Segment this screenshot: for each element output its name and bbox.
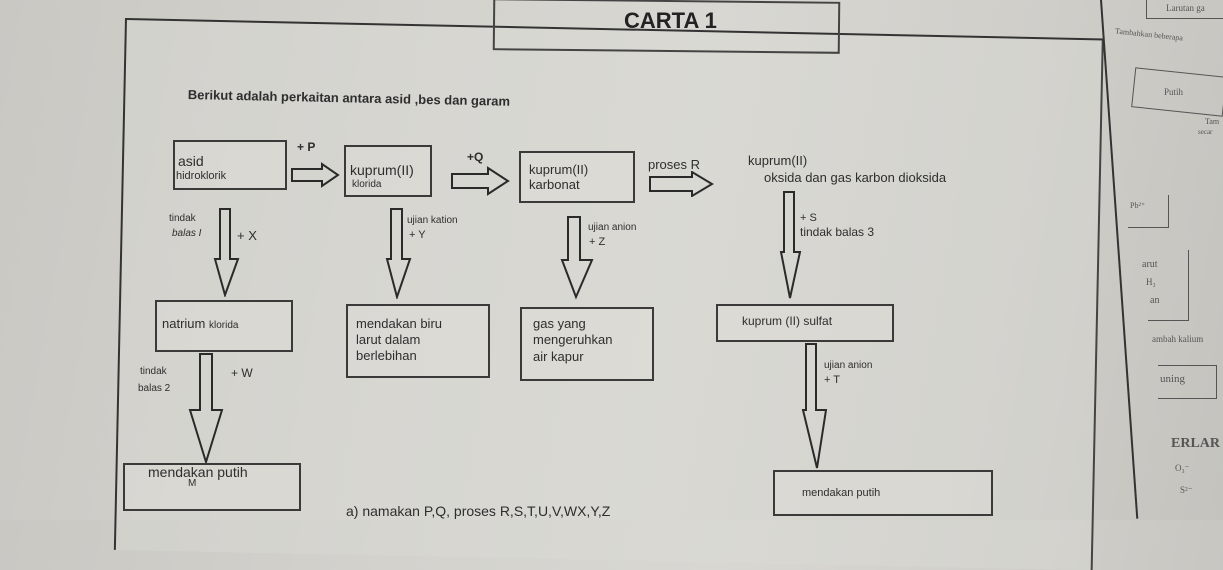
node-asid-hidroklorik (173, 140, 287, 190)
side-text: H₃ (1146, 277, 1156, 287)
arrow-label-r: proses R (648, 157, 701, 172)
node-label: kuprum(II) (350, 162, 414, 178)
node-label-m: M (188, 478, 197, 489)
arrow-down-icon (560, 216, 594, 300)
arrow-label-q: +Q (467, 150, 484, 164)
arrow-label-s: + S (800, 212, 817, 224)
node-label: mengeruhkan (533, 332, 613, 347)
arrow-label: tindak balas 3 (800, 225, 875, 239)
node-mendakan-putih-m (123, 463, 301, 511)
node-label: klorida (352, 179, 382, 190)
arrow-label-t: + T (824, 374, 841, 386)
arrow-right-icon (649, 171, 714, 197)
side-text: an (1150, 295, 1160, 306)
side-box-pb (1128, 195, 1169, 228)
arrow-down-icon (213, 208, 240, 297)
node-label: kuprum (II) sulfat (742, 314, 833, 328)
node-label: hidroklorik (176, 170, 227, 182)
arrow-label-p: + P (297, 140, 316, 154)
node-label: asid (178, 153, 204, 169)
side-text: Putih (1164, 87, 1184, 97)
side-box-larutan (1146, 0, 1223, 19)
arrow-label: ujian kation (407, 215, 458, 226)
node-label-part: natrium (162, 316, 206, 331)
side-text: S²⁻ (1180, 485, 1193, 495)
node-label: berlebihan (356, 348, 417, 363)
node-label: mendakan putih (802, 487, 881, 499)
node-kuprum-sulfat (716, 304, 894, 342)
arrow-right-icon (451, 166, 510, 196)
node-label: mendakan biru (356, 316, 442, 331)
arrow-right-icon (291, 162, 340, 188)
node-mendakan-biru (346, 304, 490, 378)
arrow-label: tindak (140, 366, 167, 377)
side-text: Tam (1205, 117, 1220, 126)
arrow-down-icon (801, 343, 828, 469)
arrow-label: balas 2 (138, 383, 171, 394)
node-kuprum-klorida (344, 145, 432, 197)
question-text: a) namakan P,Q, proses R,S,T,U,V,WX,Y,Z (346, 503, 611, 519)
side-text: Larutan ga (1166, 3, 1205, 13)
side-text: uning (1160, 373, 1186, 385)
node-label: natrium klorida (162, 316, 238, 331)
node-label: karbonat (529, 177, 580, 192)
node-natrium-klorida (155, 300, 293, 352)
arrow-label: tindak (169, 213, 196, 224)
node-label: kuprum(II) (748, 153, 808, 168)
node-label: kuprum(II) (529, 162, 589, 177)
node-gas-air-kapur (520, 307, 654, 381)
arrow-down-icon (385, 208, 412, 299)
node-kuprum-oksida: oksida dan gas karbon dioksida (764, 170, 947, 185)
node-label-part: klorida (208, 320, 239, 331)
side-heading: ERLAR (1171, 436, 1221, 451)
node-label: air kapur (533, 349, 584, 364)
arrow-label: ujian anion (824, 360, 873, 371)
side-box-uning (1158, 365, 1217, 399)
node-label: mendakan putih (148, 464, 248, 480)
node-kuprum-karbonat (519, 151, 635, 203)
arrow-label: balas I (172, 228, 202, 239)
arrow-label-z: + Z (589, 236, 606, 248)
arrow-label-w: + W (231, 366, 253, 380)
side-box-arut (1148, 250, 1189, 321)
side-text: secar (1198, 128, 1213, 136)
node-label: gas yang (533, 316, 586, 331)
arrow-down-icon (188, 353, 224, 464)
arrow-down-icon (779, 191, 802, 299)
side-text: ambah kalium (1152, 334, 1204, 344)
side-text: arut (1142, 259, 1158, 270)
page-title: CARTA 1 (624, 8, 717, 33)
side-text: O₃⁻ (1175, 463, 1190, 473)
arrow-label-x: + X (237, 228, 257, 243)
node-mendakan-putih (773, 470, 993, 516)
node-label: larut dalam (356, 332, 421, 347)
side-text: Pb²⁺ (1130, 201, 1146, 210)
arrow-label-y: + Y (409, 229, 426, 241)
arrow-label: ujian anion (588, 222, 637, 233)
